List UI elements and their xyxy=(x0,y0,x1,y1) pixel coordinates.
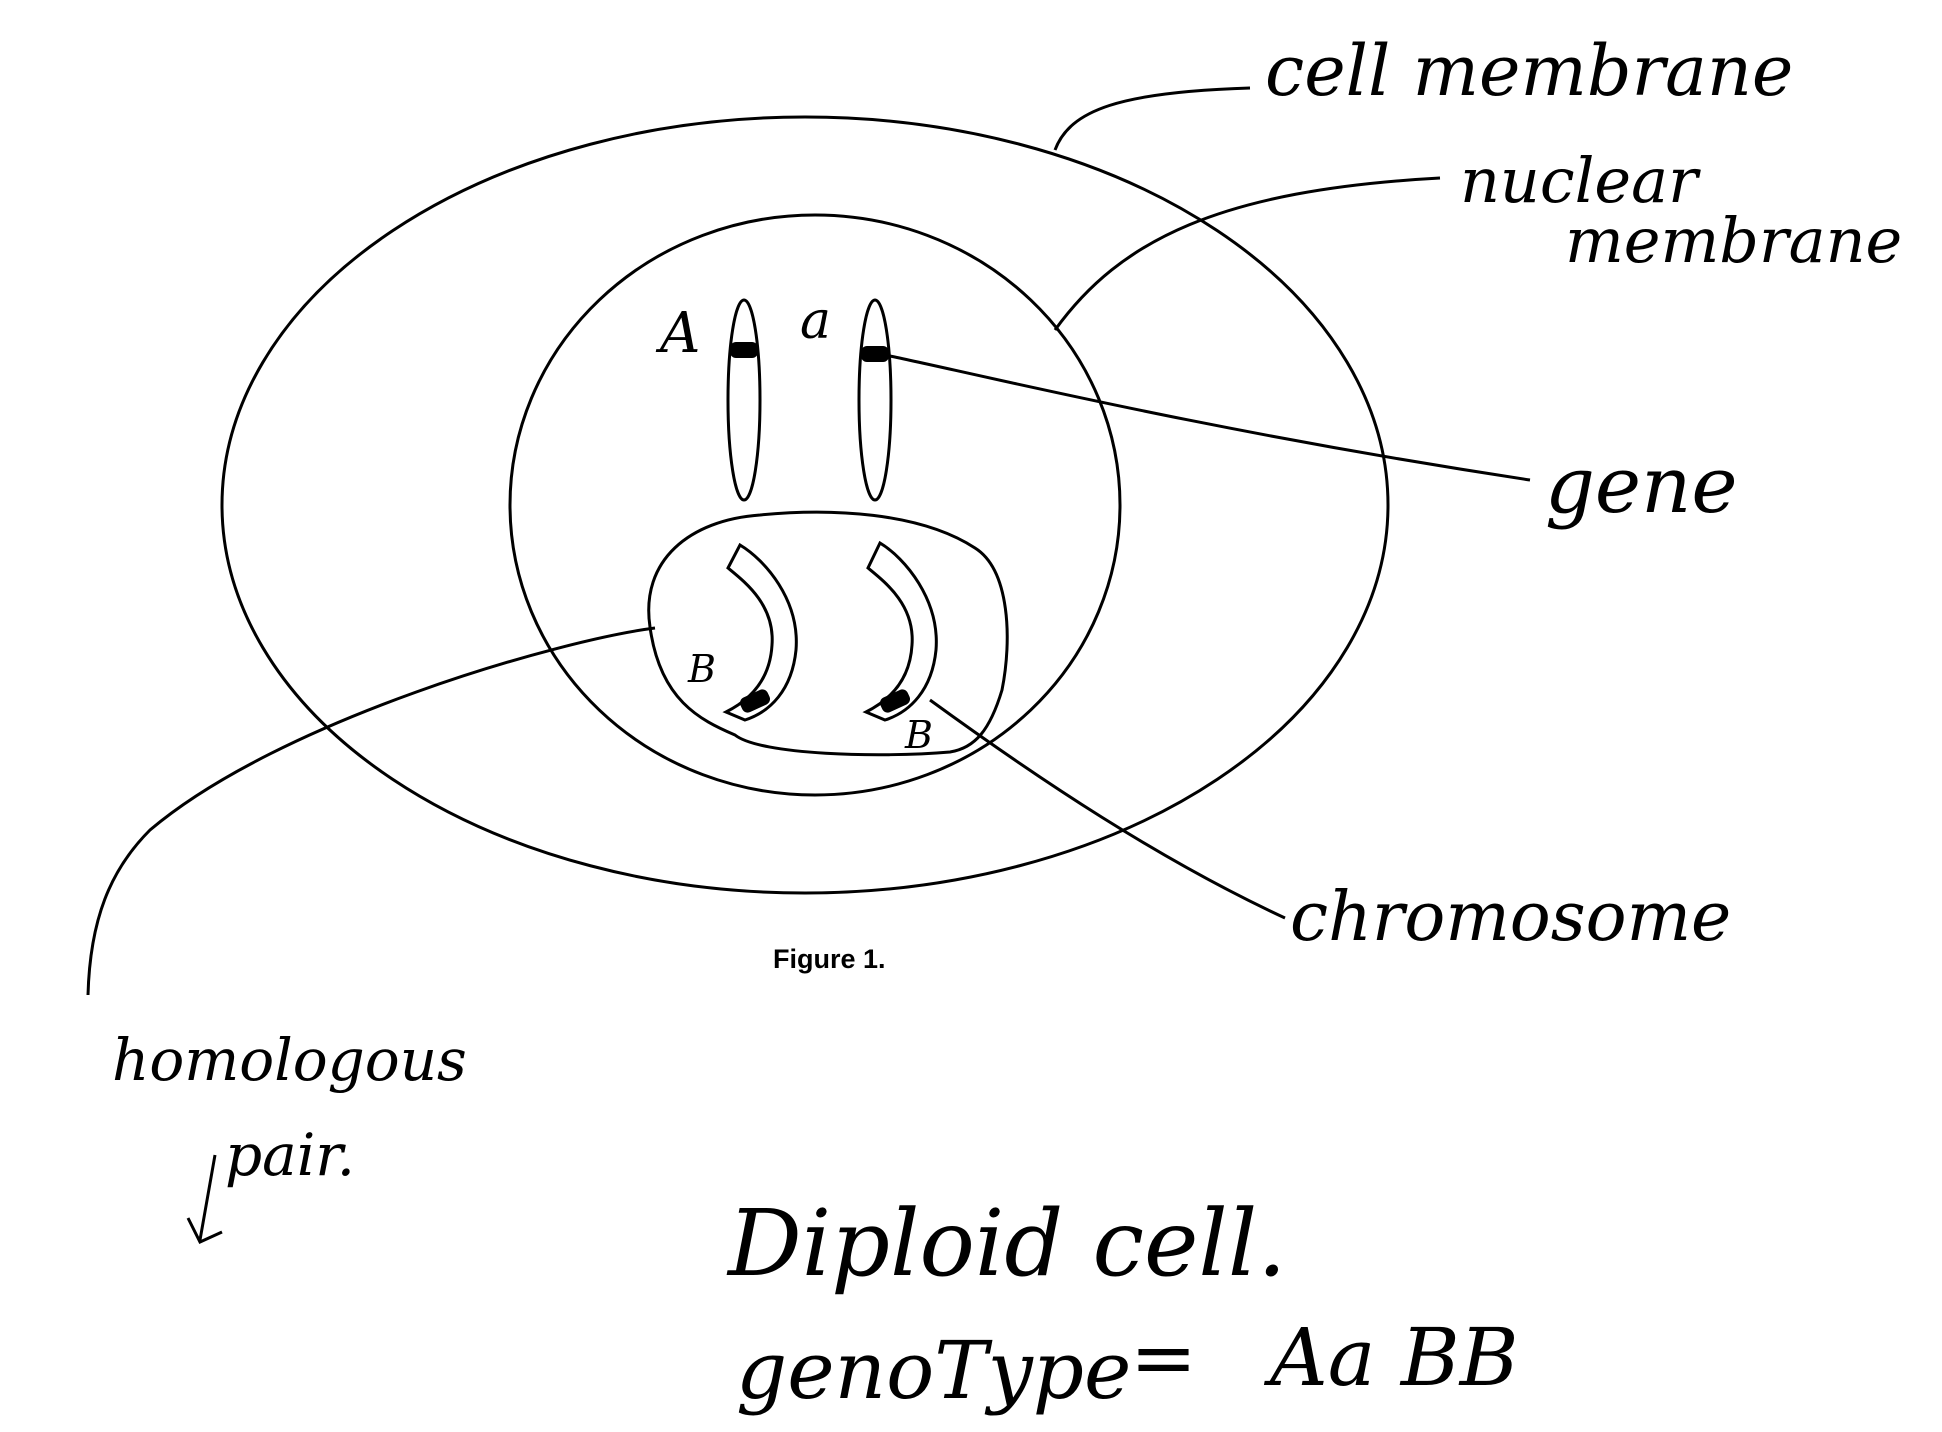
gene-band-B-right xyxy=(879,689,911,713)
label-cell-membrane: cell membrane xyxy=(1265,30,1793,112)
gene-band-a xyxy=(861,346,889,362)
label-gene: gene xyxy=(1545,441,1738,531)
figure-caption: Figure 1. xyxy=(773,944,886,974)
label-chromosome: chromosome xyxy=(1290,878,1731,957)
label-homologous-pair-2: pair. xyxy=(225,1121,355,1189)
leader-line-nuclear-membrane xyxy=(1053,176,1441,331)
summary-genotype-label: genoType xyxy=(736,1324,1131,1417)
leader-line-gene xyxy=(884,353,1531,482)
chromosome-A xyxy=(726,298,762,502)
summary-genotype-value: Aa BB xyxy=(1263,1311,1518,1404)
label-nuclear-membrane-1: nuclear xyxy=(1460,144,1701,217)
arrow-homologous-pair xyxy=(186,1154,223,1244)
nuclear-membrane-outline xyxy=(508,213,1122,797)
leader-line-chromosome xyxy=(929,698,1286,920)
gene-band-B-left xyxy=(739,689,771,713)
homologous-pair-outline xyxy=(647,510,1009,757)
allele-label-a: a xyxy=(800,291,831,351)
chromosome-a xyxy=(857,298,893,502)
label-nuclear-membrane-2: membrane xyxy=(1565,204,1902,277)
summary-diploid-cell: Diploid cell. xyxy=(726,1190,1287,1297)
gene-band-A xyxy=(730,342,758,358)
allele-label-A: A xyxy=(655,301,700,366)
leader-line-cell-membrane xyxy=(1053,86,1251,151)
cell-membrane-outline xyxy=(220,115,1390,895)
summary-equals: = xyxy=(1130,1311,1197,1404)
allele-label-B-left: B xyxy=(687,647,716,691)
chromosome-B-right xyxy=(862,540,938,722)
leader-line-homologous-pair xyxy=(86,626,656,996)
allele-label-B-right: B xyxy=(904,713,933,757)
label-homologous-pair-1: homologous xyxy=(112,1026,467,1094)
chromosome-B-left xyxy=(722,542,798,722)
